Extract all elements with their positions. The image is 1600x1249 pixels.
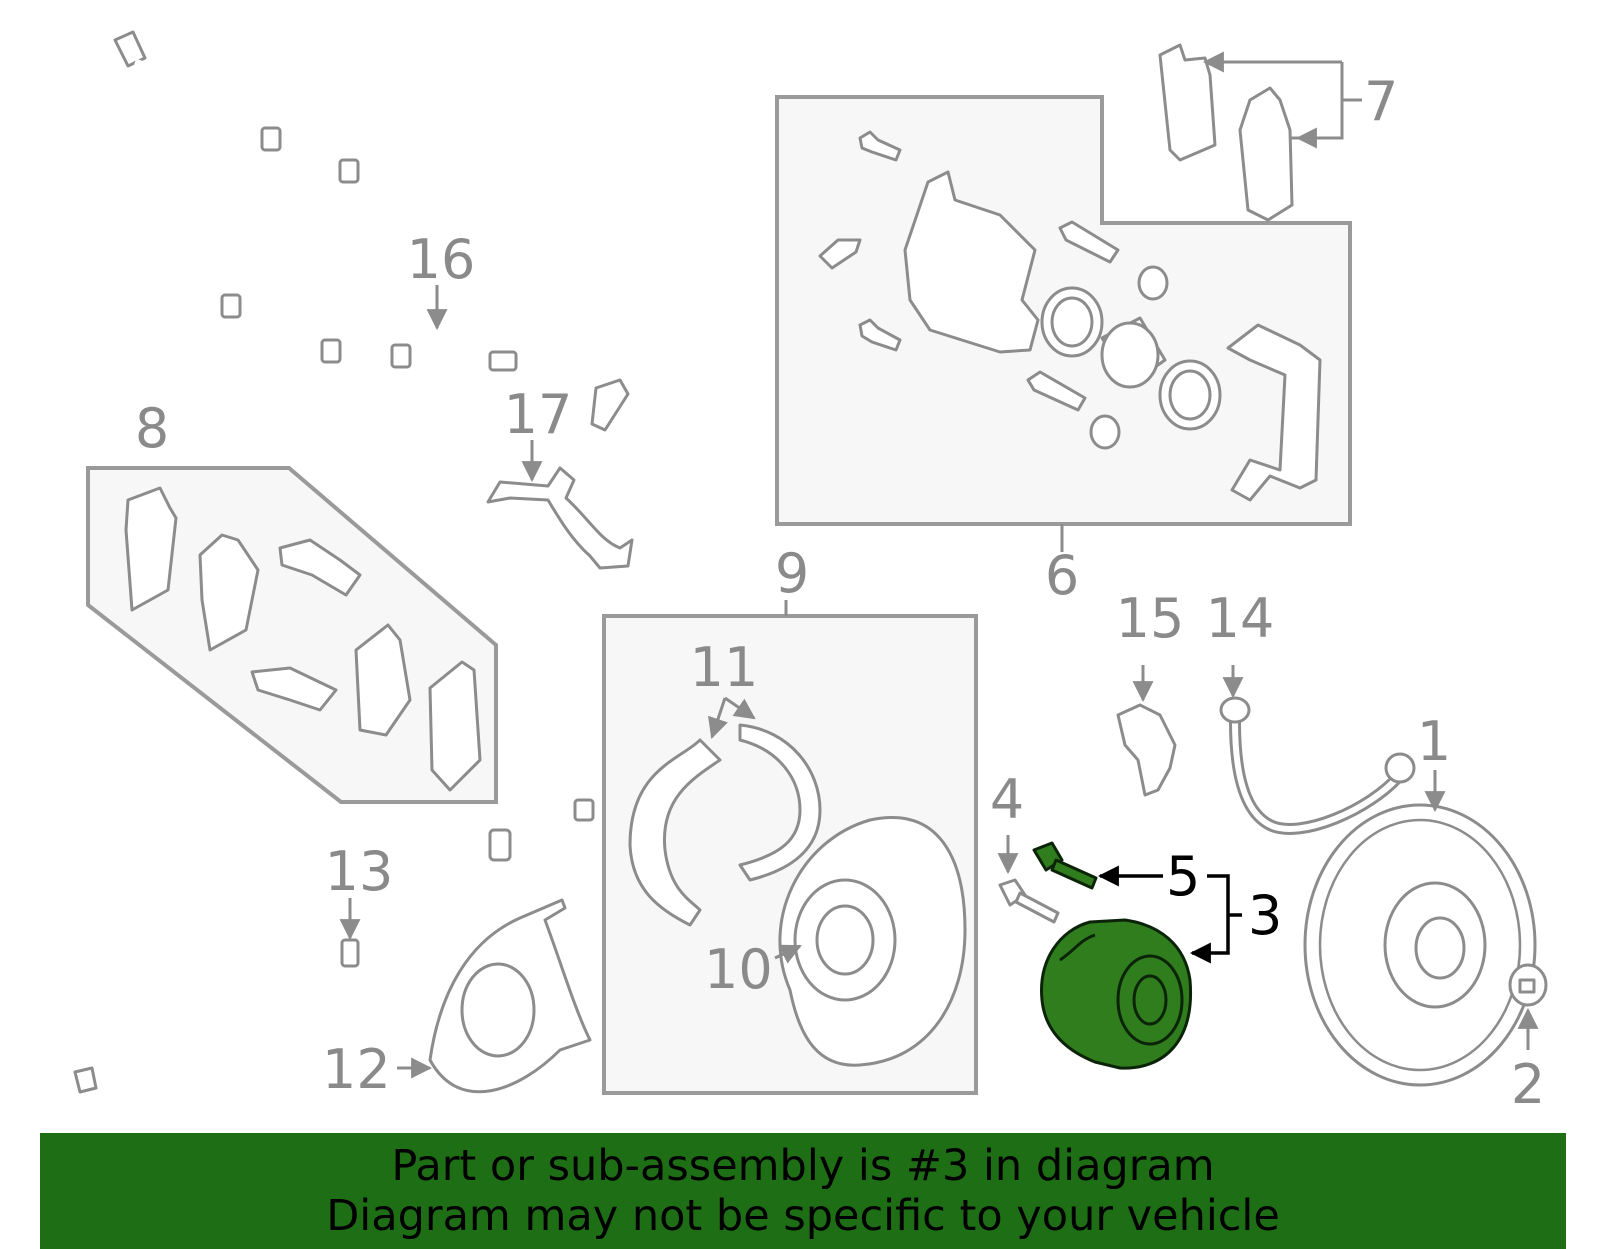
- callout-17: 17: [504, 383, 573, 446]
- callout-labels: 1 2 3 4 5 6 7 8 9 10 11 12 13 14 15 16 1…: [135, 70, 1545, 1116]
- brake-pads: [1158, 43, 1294, 222]
- sensor-bracket: [486, 466, 634, 570]
- dust-shield: [428, 898, 592, 1094]
- callout-8: 8: [135, 397, 169, 460]
- callout-14: 14: [1206, 587, 1275, 650]
- bolt-5: [1032, 841, 1098, 890]
- brake-shoes: [628, 723, 822, 927]
- callout-6: 6: [1045, 544, 1079, 607]
- brake-hose: [1219, 696, 1416, 835]
- callout-15: 15: [1116, 587, 1185, 650]
- bolt-4: [998, 878, 1060, 924]
- small-bracket: [1116, 703, 1177, 797]
- callout-11: 11: [690, 636, 759, 699]
- callout-10: 10: [704, 938, 773, 1001]
- abs-sensor-rear: [73, 783, 595, 1094]
- callout-12: 12: [322, 1038, 391, 1101]
- callout-3: 3: [1248, 884, 1282, 947]
- caliper-parts: [818, 130, 1322, 502]
- brake-rotor: [1303, 803, 1537, 1087]
- backing-plate: [778, 816, 967, 1067]
- callout-9: 9: [775, 542, 809, 605]
- lug-screw: [1508, 963, 1548, 1007]
- leader-lines: [339, 51, 1539, 1079]
- callout-16: 16: [407, 228, 476, 291]
- hub-assembly: [1040, 918, 1193, 1070]
- info-banner: Part or sub-assembly is #3 in diagram Di…: [40, 1133, 1566, 1249]
- callout-4: 4: [990, 768, 1024, 831]
- callout-5: 5: [1166, 845, 1200, 908]
- abs-sensor-front: [113, 30, 664, 432]
- callout-2: 2: [1511, 1053, 1545, 1116]
- banner-line-1: Part or sub-assembly is #3 in diagram: [391, 1141, 1215, 1191]
- banner-line-2: Diagram may not be specific to your vehi…: [326, 1191, 1280, 1241]
- callout-13: 13: [325, 840, 394, 903]
- callout-7: 7: [1364, 70, 1398, 133]
- callout-1: 1: [1417, 710, 1451, 773]
- hardware-kit-parts: [124, 486, 482, 792]
